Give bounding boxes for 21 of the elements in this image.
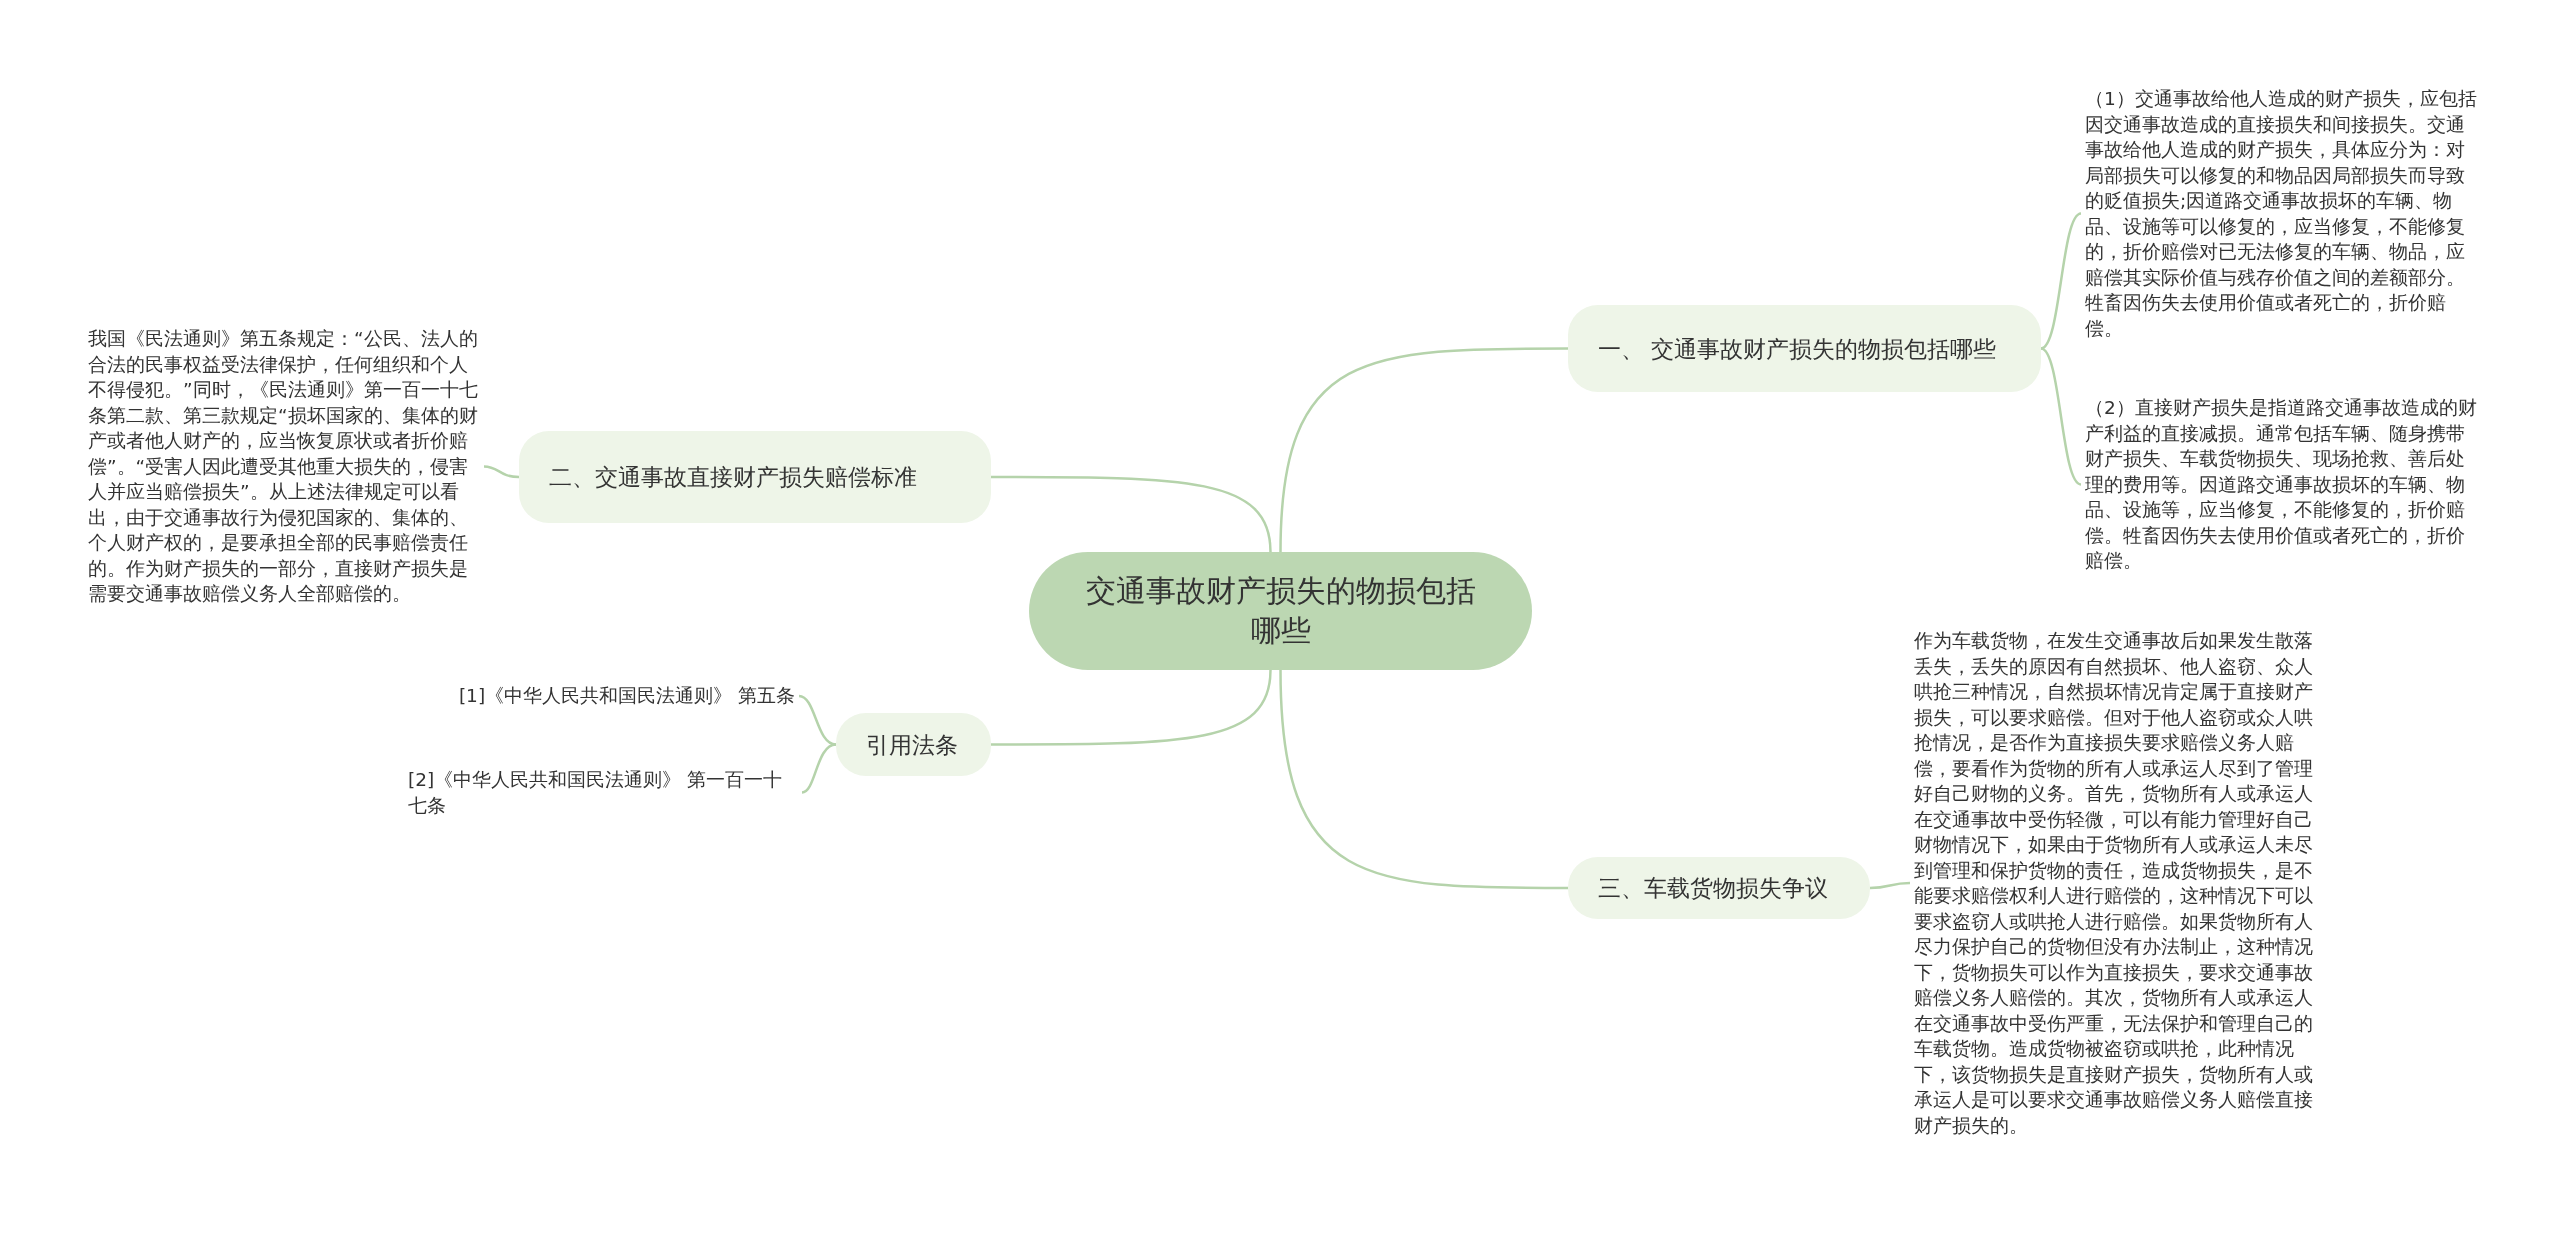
topic-box: 二、交通事故直接财产损失赔偿标准 (519, 431, 991, 523)
connector-line (2040, 212, 2082, 350)
note-text: 作为车载货物，在发生交通事故后如果发生散落丢失，丢失的原因有自然损坏、他人盗窃、众人哄抢三种情况，自然损坏情况肯定属于直接财产损失，可以要求赔偿。但对于他人盗窃或众人哄抢情况，是否作为直接损失要求赔偿义务人赔偿，要看作为货物的所有人或承运人尽到了管理好自己财物的义务。首先，货物所有人或承运人在交通事故中受伤轻微，可以有能力管理好自己财物情况下，如果由于货物所有人或承运人未尽到管理和保护货物的责任，造成货物损失，是不能要求赔偿权利人进行赔偿的，这种情况下可以要求盗窃人或哄抢人进行赔偿。如果货物所有人尽力保护自己的货物但没有办法制止，这种情况下，货物损失可以作为直接损失，要求交通事故赔偿义务人赔偿的。其次，货物所有人或承运人在交通事故中受伤严重，无法保护和管理自己的车载货物。造成货物被盗窃或哄抢，此种情况下，该货物损失是直接财产损失，货物所有人或承运人是可以要求交通事故赔偿义务人赔偿直接财产损失的。 (1914, 628, 2320, 1138)
note-text: （1）交通事故给他人造成的财产损失，应包括因交通事故造成的直接损失和间接损失。交通事故给他人造成的财产损失，具体应分为：对局部损失可以修复的和物品因局部损失而导致的贬值损失;因道路交通事故损坏的车辆、物品、设施等可以修复的，应当修复，不能修复的，折价赔偿对已无法修复的车辆、物品，应赔偿其实际价值与残存价值之间的差额部分。牲畜因伤失去使用价值或者死亡的，折价赔偿。 (2085, 86, 2477, 341)
connector-line (991, 475, 1272, 553)
note-text: [1]《中华人民共和国民法通则》 第五条 (440, 683, 795, 709)
note-text: （2）直接财产损失是指道路交通事故造成的财产利益的直接减损。通常包括车辆、随身携带财产损失、车载货物损失、现场抢救、善后处理的费用等。因道路交通事故损坏的车辆、物品、设施等，应当修复，不能修复的，折价赔偿。牲畜因伤失去使用价值或者死亡的，折价赔偿。 (2085, 395, 2477, 574)
connector-line (798, 694, 837, 746)
topic-box: 三、车载货物损失争议 (1568, 857, 1870, 919)
connector-line (483, 465, 520, 479)
topic-box: 引用法条 (836, 713, 991, 776)
note-text: [2]《中华人民共和国民法通则》 第一百一十七条 (408, 767, 798, 818)
note-text: 我国《民法通则》第五条规定：“公民、法人的合法的民事权益受法律保护，任何组织和个人不得侵犯。”同时，《民法通则》第一百一十七条第二款、第三款规定“损坏国家的、集体的财产或者他人财产的，应当恢复原状或者折价赔偿”。“受害人因此遭受其他重大损失的，侵害人并应当赔偿损失”。从上述法律规定可以看出，由于交通事故行为侵犯国家的、集体的、个人财产权的，是要承担全部的民事赔偿责任的。作为财产损失的一部分，直接财产损失是需要交通事故赔偿义务人全部赔偿的。 (88, 326, 480, 607)
central-topic: 交通事故财产损失的物损包括哪些 (1029, 552, 1532, 670)
connector-line (1279, 669, 1568, 890)
topic-box: 一、 交通事故财产损失的物损包括哪些 (1568, 305, 2041, 392)
connector-line (801, 743, 837, 794)
connector-line (2040, 347, 2082, 486)
connector-line (991, 669, 1272, 746)
connector-line (1279, 347, 1568, 553)
connector-line (1869, 881, 1911, 890)
